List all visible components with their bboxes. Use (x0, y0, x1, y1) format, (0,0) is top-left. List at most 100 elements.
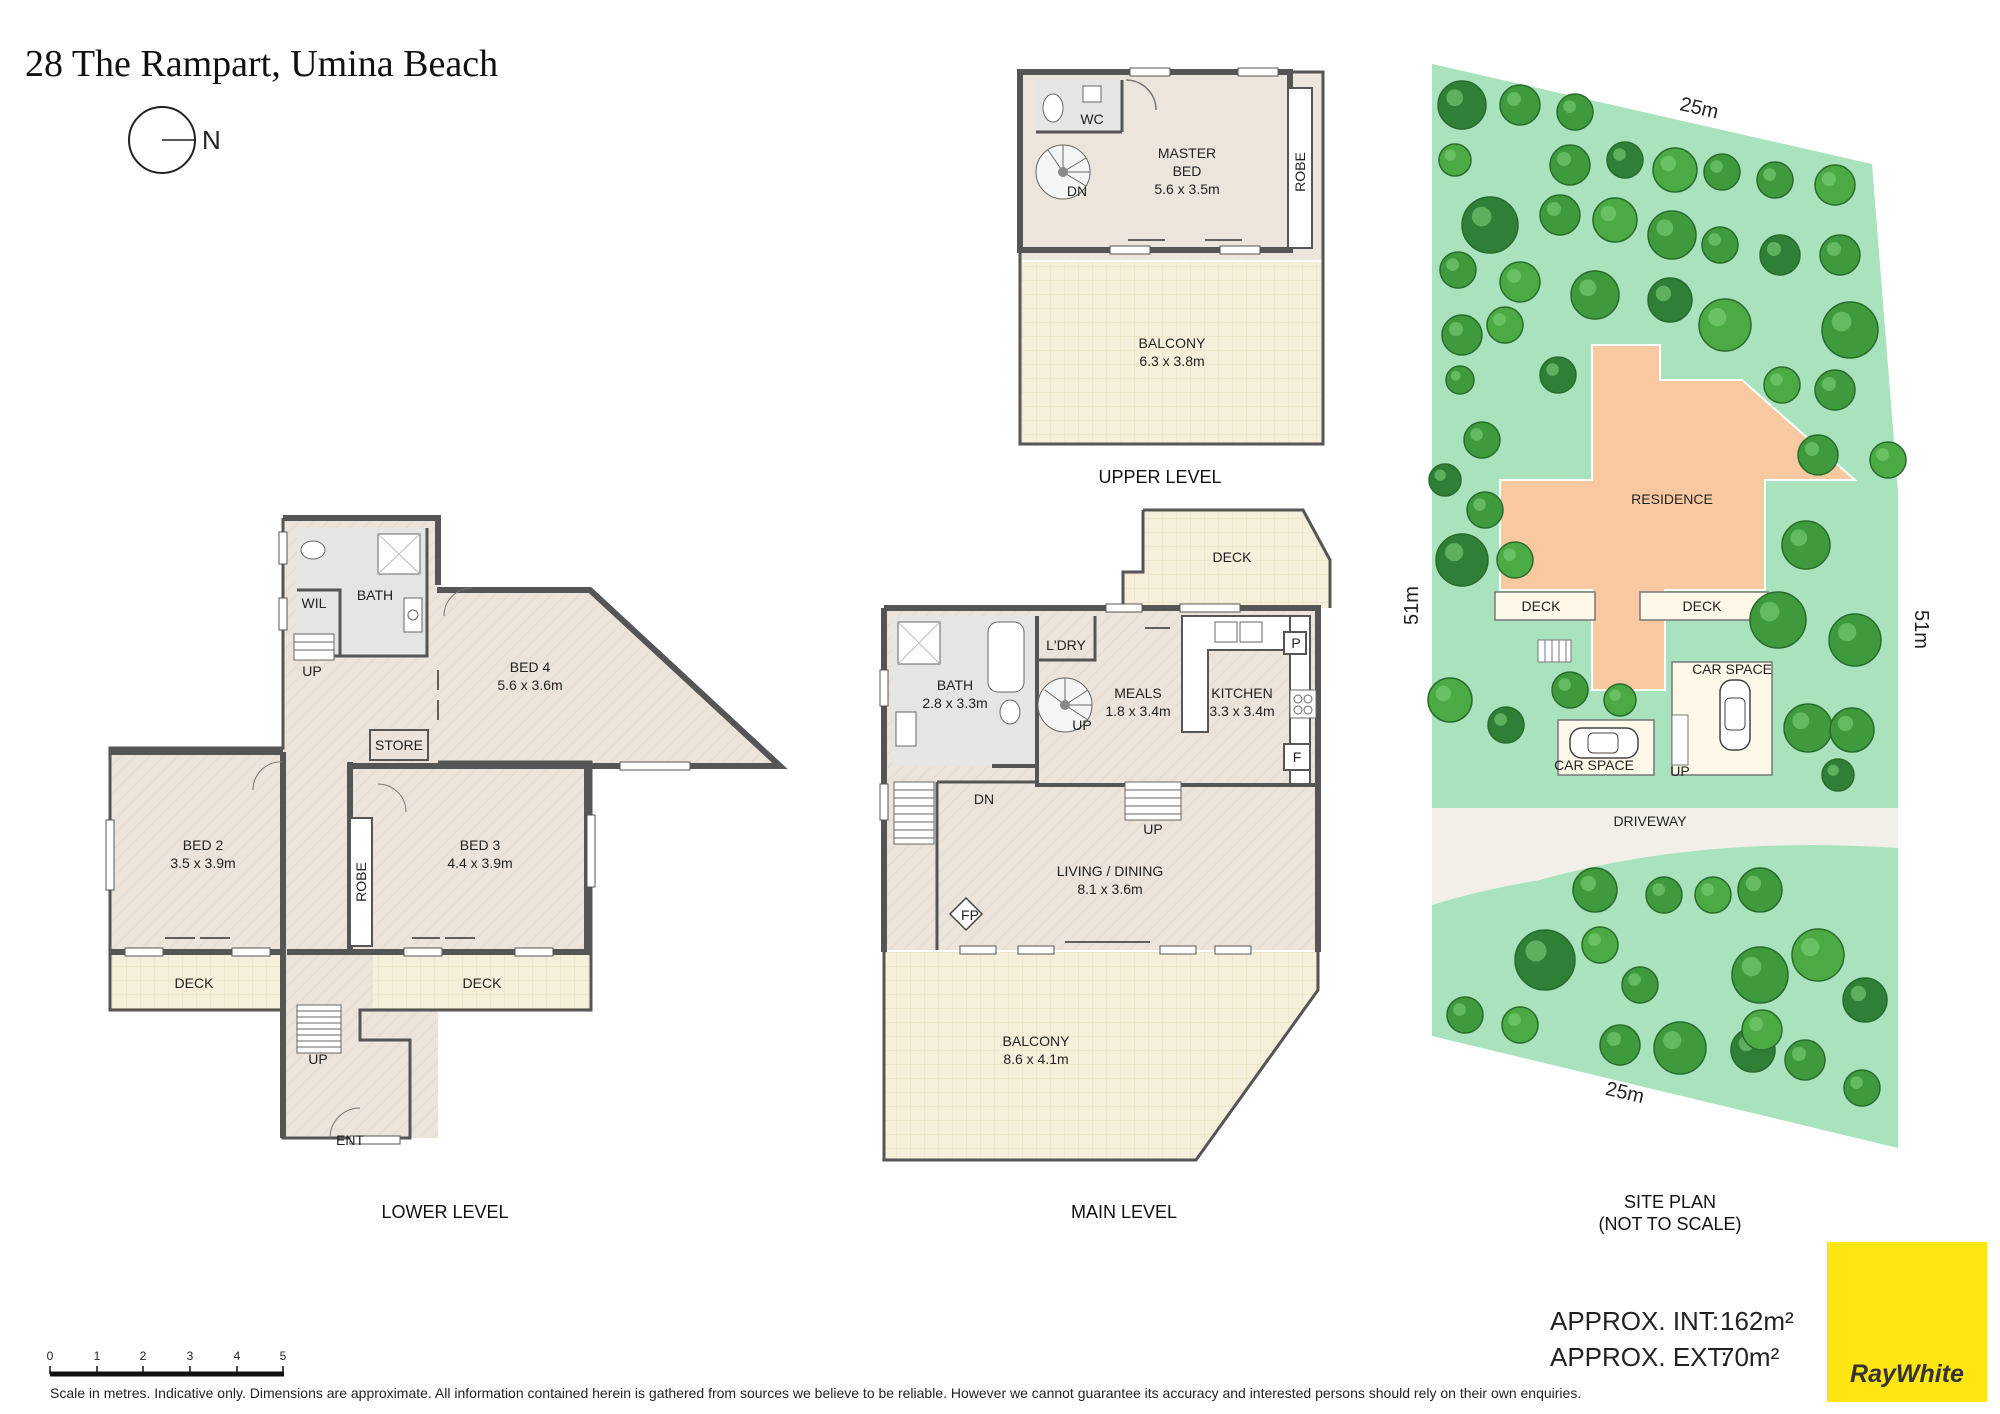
site-right-dim: 51m (1910, 610, 1932, 649)
tree-highlight (1525, 940, 1547, 962)
tree-highlight (1850, 985, 1867, 1002)
tree-highlight (1745, 875, 1762, 892)
tree-icon (1814, 164, 1856, 206)
approx-ext-value: 70m² (1720, 1342, 1780, 1372)
site-deck-2-label: DECK (1683, 598, 1723, 614)
tree-icon (1783, 703, 1833, 753)
tree-highlight (1450, 370, 1461, 381)
scale-tick-5: 5 (280, 1349, 287, 1363)
tree-highlight (1580, 875, 1597, 892)
tree-icon (1487, 706, 1525, 744)
tree-highlight (1749, 1017, 1763, 1031)
tree-icon (1463, 421, 1501, 459)
upper-wc-label: WC (1080, 111, 1103, 127)
tree-highlight (1493, 313, 1506, 326)
tree-icon (1621, 966, 1659, 1004)
spiral-stair-icon (1035, 144, 1091, 200)
main-level-plan (879, 508, 1332, 1162)
tree-icon (1549, 144, 1591, 186)
tree-icon (1438, 143, 1472, 177)
main-kitchen-label: KITCHEN (1211, 685, 1272, 701)
tree-highlight (1613, 148, 1626, 161)
tree-icon (1551, 671, 1589, 709)
main-up-spiral-label: UP (1072, 717, 1091, 733)
tree-highlight (1449, 322, 1463, 336)
main-spiral-stair-icon (1037, 677, 1093, 733)
scale-bar (49, 1366, 284, 1377)
tree-icon (1698, 298, 1752, 352)
tree-highlight (1547, 202, 1561, 216)
main-kitchen-size: 3.3 x 3.4m (1209, 703, 1274, 719)
main-deck-label: DECK (1213, 549, 1253, 565)
tree-icon (1756, 161, 1794, 199)
tree-highlight (1471, 206, 1492, 227)
lower-deck-2-label: DECK (463, 975, 503, 991)
tree-highlight (1741, 956, 1762, 977)
tree-icon (1647, 210, 1697, 260)
lower-bed2-size: 3.5 x 3.9m (170, 855, 235, 871)
tree-icon (1797, 434, 1839, 476)
tree-icon (1731, 946, 1789, 1004)
tree-icon (1556, 93, 1594, 131)
tree-highlight (1435, 685, 1452, 702)
tree-highlight (1708, 308, 1727, 327)
tree-icon (1501, 1006, 1539, 1044)
tree-icon (1446, 996, 1484, 1034)
tree-highlight (1503, 548, 1516, 561)
main-living-size: 8.1 x 3.6m (1077, 881, 1142, 897)
tree-icon (1749, 591, 1807, 649)
tree-highlight (1453, 1003, 1466, 1016)
main-up-label: UP (1143, 821, 1162, 837)
lower-bed3-size: 4.4 x 3.9m (447, 855, 512, 871)
tree-highlight (1663, 1031, 1682, 1050)
tree-icon (1496, 541, 1534, 579)
tree-highlight (1838, 623, 1857, 642)
tree-icon (1572, 867, 1618, 913)
scale-tick-0: 0 (47, 1349, 54, 1363)
approx-ext-label: APPROX. EXT: (1550, 1342, 1728, 1372)
tree-icon (1843, 1069, 1881, 1107)
tree-icon (1441, 314, 1483, 356)
scale-tick-2: 2 (140, 1349, 147, 1363)
tree-highlight (1445, 543, 1464, 562)
tree-highlight (1655, 285, 1672, 302)
main-stairs-icon (893, 781, 1182, 845)
tree-icon (1437, 80, 1487, 130)
page-title: 28 The Rampart, Umina Beach (25, 43, 498, 85)
main-bath-size: 2.8 x 3.3m (922, 695, 987, 711)
site-deck-1-label: DECK (1522, 598, 1562, 614)
car-icon (1569, 727, 1639, 759)
upper-level-plan (1017, 67, 1325, 446)
tree-icon (1829, 707, 1875, 753)
tree-highlight (1508, 1013, 1521, 1026)
compass-north-label: N (202, 125, 221, 155)
main-level-caption: MAIN LEVEL (1071, 1202, 1177, 1222)
tree-icon (1461, 196, 1519, 254)
tree-highlight (1507, 269, 1521, 283)
car-icon (1719, 679, 1751, 751)
main-balcony-size: 8.6 x 4.1m (1003, 1051, 1068, 1067)
tree-icon (1741, 1009, 1783, 1051)
main-dn-label: DN (974, 791, 994, 807)
main-meals-label: MEALS (1114, 685, 1161, 701)
tree-icon (1499, 261, 1541, 303)
tree-icon (1645, 876, 1683, 914)
tree-icon (1791, 928, 1845, 982)
site-top-dim: 25m (1678, 93, 1721, 123)
site-driveway-label: DRIVEWAY (1613, 813, 1687, 829)
tree-highlight (1507, 92, 1521, 106)
tree-highlight (1763, 168, 1776, 181)
tree-icon (1821, 301, 1879, 359)
upper-master-size: 5.6 x 3.5m (1154, 181, 1219, 197)
upper-master-label-2: BED (1173, 163, 1202, 179)
trees (1427, 80, 1907, 1107)
tree-icon (1539, 356, 1577, 394)
tree-icon (1869, 441, 1907, 479)
tree-highlight (1652, 883, 1665, 896)
lower-stairs-icon (293, 633, 342, 1054)
upper-master-label-1: MASTER (1158, 145, 1216, 161)
tree-highlight (1557, 152, 1571, 166)
tree-highlight (1473, 498, 1486, 511)
tree-highlight (1558, 678, 1571, 691)
